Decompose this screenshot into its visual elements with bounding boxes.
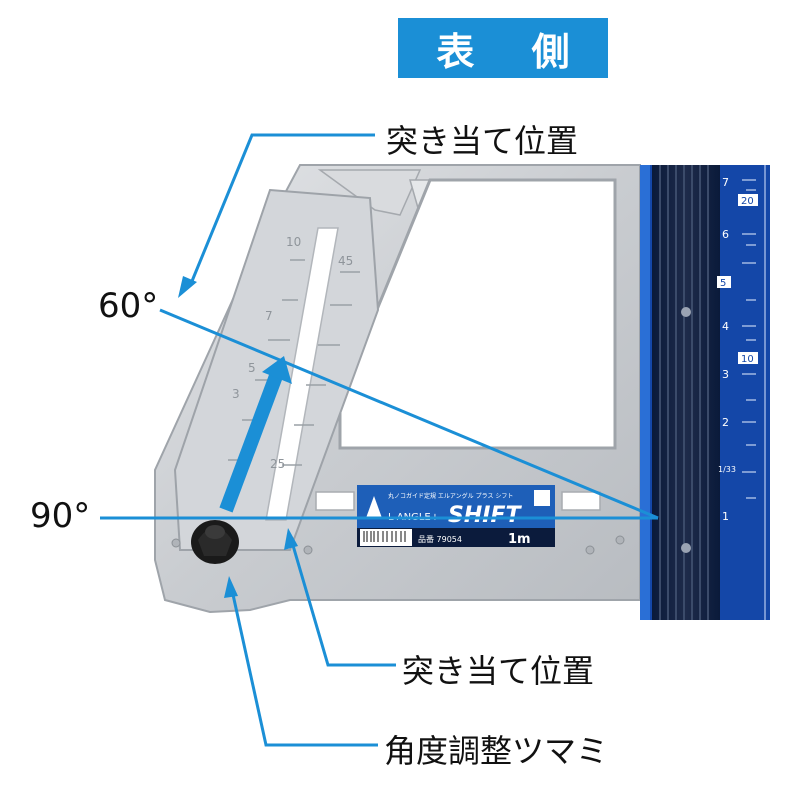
- sticker-brand-large: SHIFT: [448, 503, 522, 528]
- plate-screw-3: [615, 535, 625, 545]
- ruler-mark-1: 1: [722, 510, 729, 523]
- arm-slot: [265, 227, 339, 521]
- ruler-mark-small: 1/33: [718, 465, 736, 474]
- angle-60-line: [159, 308, 659, 520]
- ruler-mark-6: 6: [722, 228, 729, 241]
- label-angle-60: 60°: [98, 286, 159, 326]
- ruler-rail: [640, 165, 770, 620]
- label-stop-bottom: 突き当て位置: [402, 652, 595, 690]
- leader-bottom-stop-head: [284, 528, 298, 550]
- ruler-mark-3: 3: [722, 368, 729, 381]
- ruler-mark-2: 2: [722, 416, 729, 429]
- arm-mark-4: 3: [232, 387, 240, 401]
- plate-screw-4: [171, 538, 181, 548]
- ruler-badge-20: 20: [741, 196, 754, 207]
- product-sticker: [357, 485, 555, 547]
- ruler-badge-10-bg: [738, 352, 758, 364]
- bottom-slot-2: [561, 491, 601, 511]
- sticker-barcode: [360, 529, 412, 546]
- slide-arrow-head: [262, 356, 292, 384]
- arm-mark-2: 45: [338, 254, 353, 268]
- sticker-qr: [534, 490, 550, 506]
- plate-screw-1: [303, 545, 313, 555]
- ruler-badge-5: 5: [720, 278, 726, 289]
- adjust-knob-icon: [191, 520, 239, 564]
- ruler-badge-5-bg: [717, 276, 731, 288]
- arm-mark-3: 7: [265, 309, 273, 323]
- ruler-badge-10: 10: [741, 354, 754, 365]
- sticker-part-label: 品番 79054: [418, 534, 462, 544]
- arm-mark-1: 10: [286, 235, 301, 249]
- rail-screw-bottom: [681, 543, 691, 553]
- rail-screw-top: [681, 307, 691, 317]
- ruler-ticks: [742, 179, 756, 499]
- arm-mark-5: 5: [248, 361, 256, 375]
- slide-arrow: [219, 373, 283, 513]
- ruler-mark-7: 7: [722, 176, 729, 189]
- plate-screw-2: [585, 545, 595, 555]
- label-stop-top: 突き当て位置: [386, 122, 579, 160]
- leader-knob-head: [224, 576, 238, 598]
- sticker-subtitle: 丸ノコガイド定規 エルアングル プラス シフト: [388, 492, 513, 500]
- arm-mark-6: 25: [270, 457, 285, 471]
- leader-top-stop: [188, 133, 375, 287]
- ruler-badge-20-bg: [738, 194, 758, 206]
- bottom-slot-1: [315, 491, 355, 511]
- side-label-badge: 表 側: [398, 18, 608, 78]
- leader-top-stop-head: [178, 276, 197, 298]
- label-angle-90: 90°: [30, 496, 91, 536]
- sticker-size: 1m: [508, 532, 531, 547]
- leader-bottom-stop: [290, 541, 396, 667]
- label-knob: 角度調整ツマミ: [384, 732, 609, 770]
- ruler-mark-4: 4: [722, 320, 729, 333]
- leader-knob: [230, 589, 378, 747]
- brand-logo-icon: [366, 496, 382, 518]
